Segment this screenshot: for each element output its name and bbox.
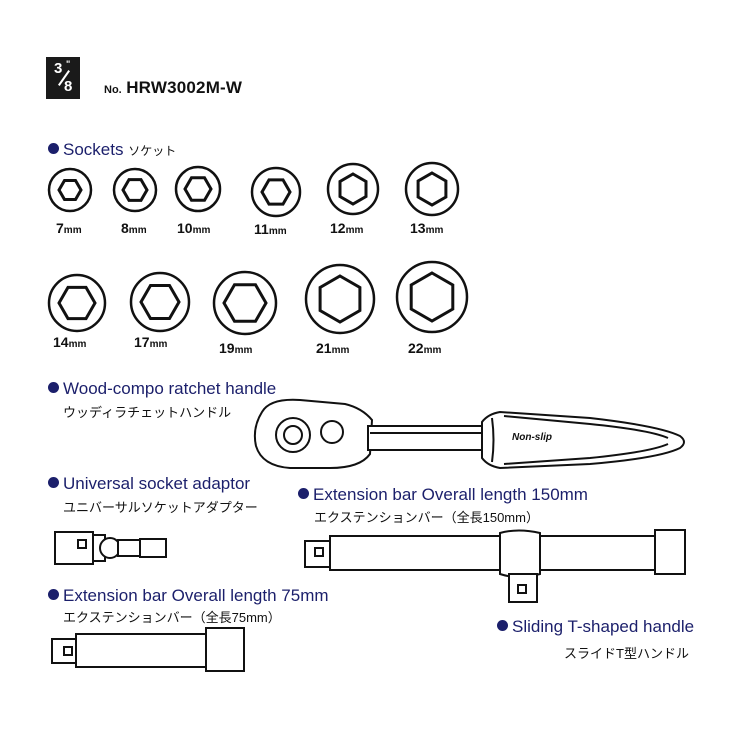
socket-label-12: 12mm [330,220,364,236]
drive-size-inch-mark: " [66,59,71,69]
socket-label-13: 13mm [410,220,444,236]
ext75-title: Extension bar Overall length 75mm [48,586,329,606]
socket-label-8: 8mm [121,220,147,236]
model-prefix: No. [104,84,122,96]
extension-bar-150 [304,529,686,575]
socket-10 [174,165,222,213]
socket-22 [395,260,469,334]
sockets-title: Sockets ソケット [48,140,176,160]
bullet-icon [48,143,59,154]
drive-size-denominator: 8 [64,78,73,95]
socket-label-21: 21mm [316,340,350,356]
socket-19 [212,270,278,336]
drive-size-badge: 3 " 8 [46,57,80,99]
bullet-icon [298,488,309,499]
socket-13 [404,161,460,217]
socket-14 [47,273,107,333]
socket-8 [112,167,158,213]
adaptor-title: Universal socket adaptor [48,474,250,494]
bullet-icon [48,589,59,600]
socket-17 [129,271,191,333]
ratchet-handle [253,398,685,470]
socket-21 [304,263,376,335]
adaptor-title-jp: ユニバーサルソケットアダプター [63,500,258,515]
universal-adaptor [54,531,167,565]
ext150-title-jp: エクステンションバー（全長150mm） [314,510,539,525]
socket-12 [326,162,380,216]
bullet-icon [497,620,508,631]
thandle-title: Sliding T-shaped handle [497,617,694,637]
model-code: HRW3002M-W [126,78,243,97]
sliding-t-handle [499,529,541,603]
model-number: No. HRW3002M-W [104,78,242,98]
socket-label-19: 19mm [219,340,253,356]
socket-label-11: 11mm [254,221,287,237]
ext150-title: Extension bar Overall length 150mm [298,485,588,505]
socket-label-14: 14mm [53,334,87,350]
extension-bar-75 [51,627,245,672]
ratchet-title: Wood-compo ratchet handle [48,379,276,399]
thandle-title-jp: スライドT型ハンドル [564,646,689,661]
socket-label-22: 22mm [408,340,442,356]
drive-size-numerator: 3 [54,60,63,77]
socket-label-7: 7mm [56,220,82,236]
bullet-icon [48,382,59,393]
ext75-title-jp: エクステンションバー（全長75mm） [63,610,281,625]
socket-7 [47,167,93,213]
socket-label-17: 17mm [134,334,168,350]
bullet-icon [48,477,59,488]
ratchet-title-jp: ウッディラチェットハンドル [63,405,232,420]
socket-label-10: 10mm [177,220,211,236]
ratchet-grip-label: Non-slip [512,432,552,443]
socket-11 [250,166,302,218]
sockets-title-jp: ソケット [128,144,177,158]
